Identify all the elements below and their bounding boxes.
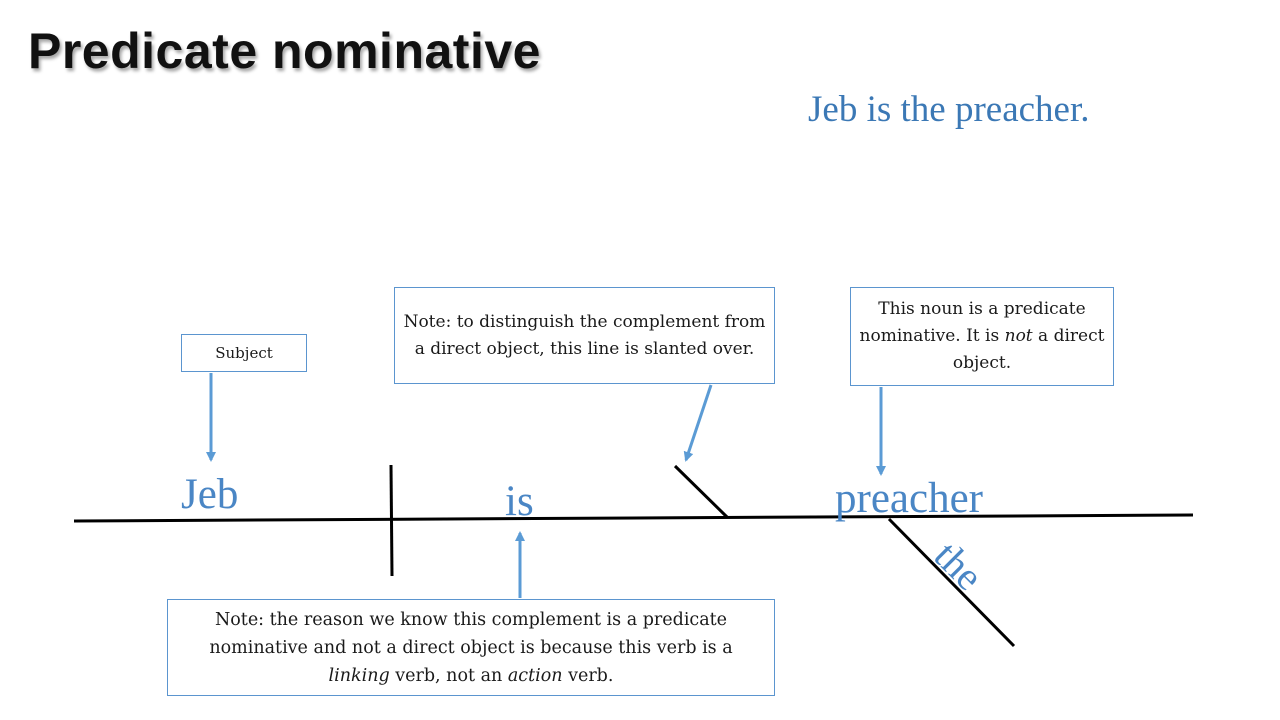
word-is: is bbox=[505, 478, 534, 525]
subject-label: Subject bbox=[215, 344, 273, 362]
slant-note-arrow bbox=[683, 384, 713, 462]
noun-note-part2: a direct object. bbox=[952, 326, 1105, 373]
word-the: the bbox=[926, 533, 992, 599]
diagram-baseline bbox=[73, 513, 1194, 523]
slant-note-text: Note: to distinguish the complement from… bbox=[403, 311, 766, 359]
noun-note-text: This noun is a predicate nominative. It … bbox=[859, 296, 1105, 377]
verb-note-linking: linking bbox=[328, 665, 390, 686]
word-preacher: preacher bbox=[835, 475, 983, 522]
subject-divider-line bbox=[389, 464, 394, 577]
slide-title: Predicate nominative bbox=[28, 23, 541, 79]
noun-note-box: This noun is a predicate nominative. It … bbox=[850, 287, 1114, 386]
verb-note-part3: verb. bbox=[562, 665, 614, 686]
verb-note-part1: Note: the reason we know this complement… bbox=[209, 609, 733, 658]
modifier-line bbox=[887, 517, 1016, 648]
verb-note-box: Note: the reason we know this complement… bbox=[167, 599, 775, 696]
noun-note-part1: This noun is a predicate nominative. It … bbox=[859, 299, 1086, 346]
noun-note-emphasis: not bbox=[1004, 326, 1033, 346]
slanted-complement-line bbox=[673, 464, 729, 519]
verb-note-action: action bbox=[507, 665, 563, 686]
subject-label-box: Subject bbox=[181, 334, 307, 372]
verb-note-part2: verb, not an bbox=[389, 665, 508, 686]
verb-note-text: Note: the reason we know this complement… bbox=[176, 606, 766, 690]
word-jeb: Jeb bbox=[181, 471, 239, 518]
example-sentence: Jeb is the preacher. bbox=[808, 89, 1090, 130]
slant-note-box: Note: to distinguish the complement from… bbox=[394, 287, 775, 384]
